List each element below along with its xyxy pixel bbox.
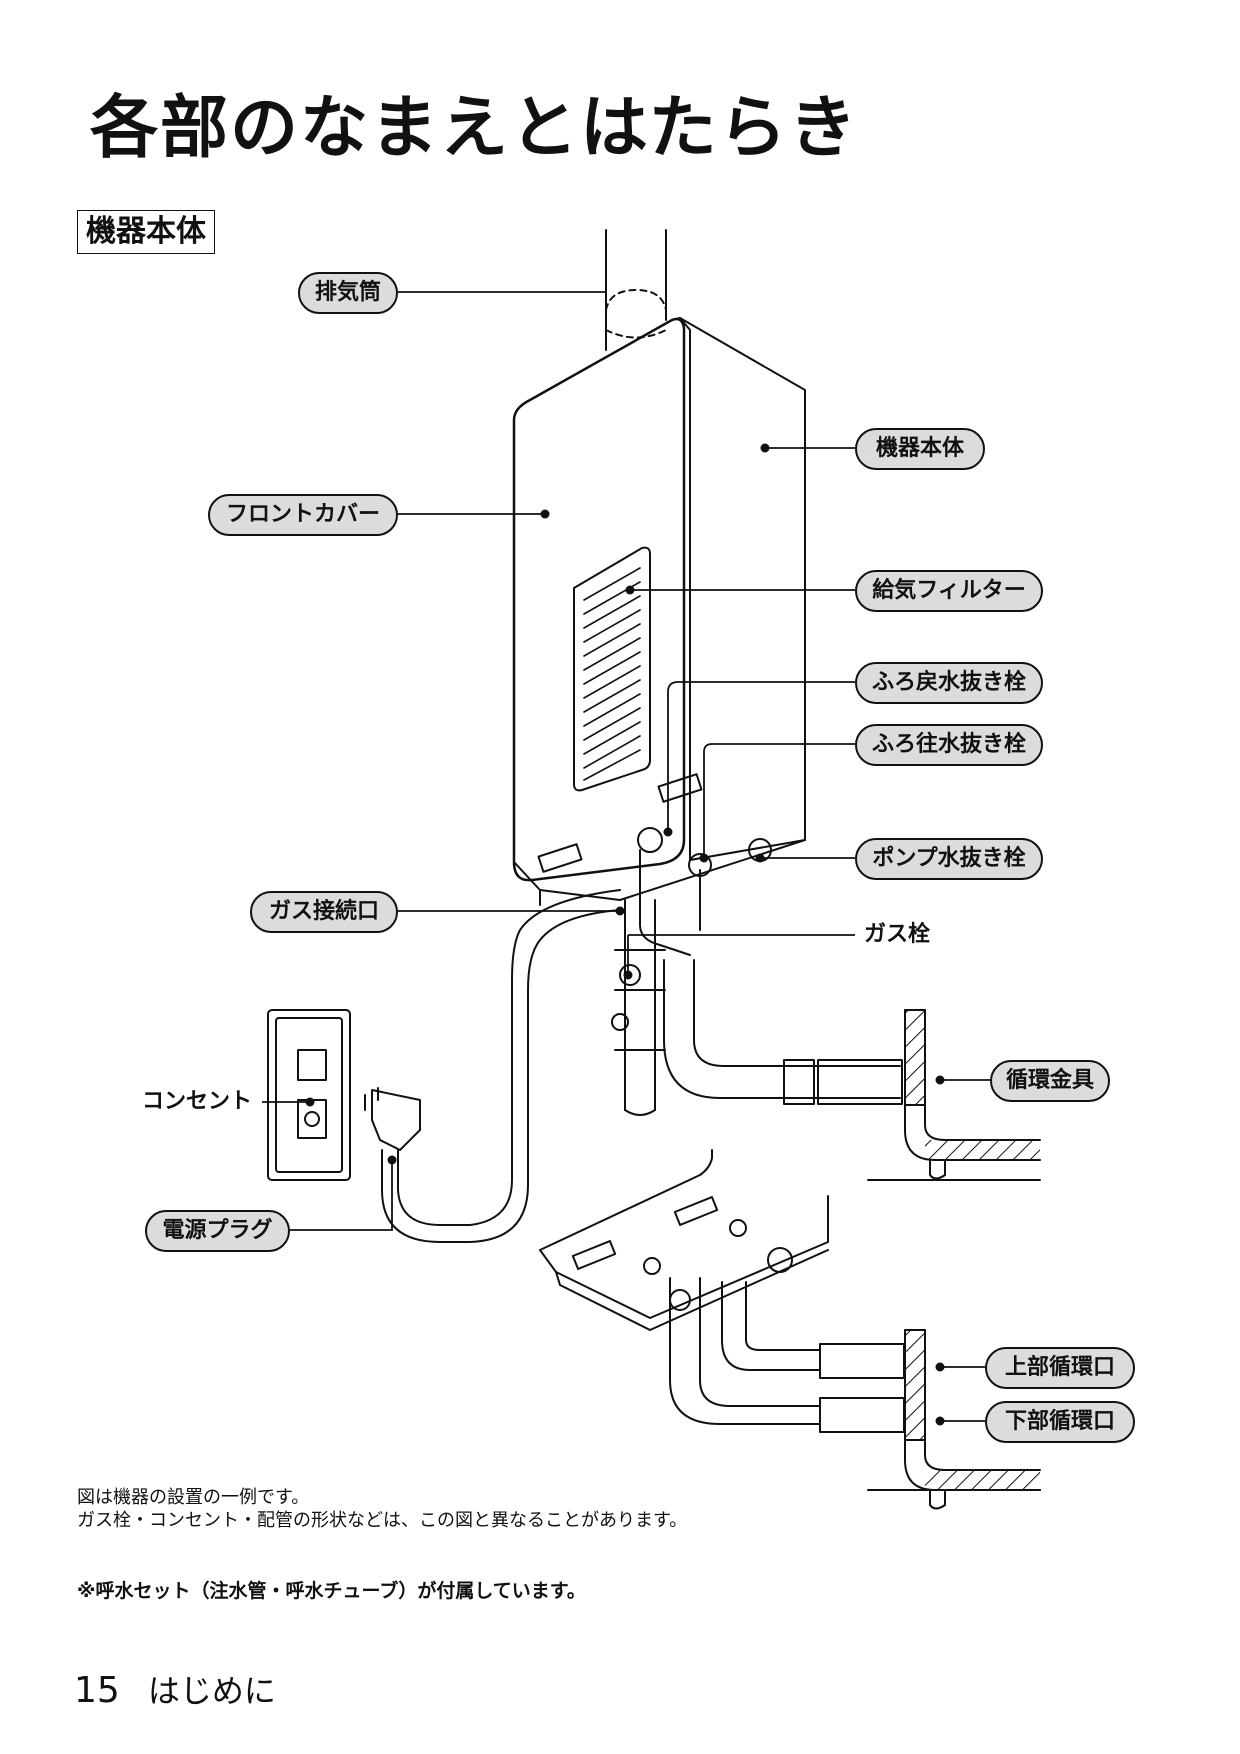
page-footer: 15 はじめに <box>74 1666 276 1712</box>
label-circulation-fitting: 循環金具 <box>990 1060 1110 1102</box>
label-lower-circulation-port: 下部循環口 <box>985 1401 1135 1443</box>
note-disclaimer: ガス栓・コンセント・配管の形状などは、この図と異なることがあります。 <box>77 1510 688 1531</box>
label-gas-connection: ガス接続口 <box>250 891 398 933</box>
label-outlet: コンセント <box>142 1089 253 1114</box>
page-title: 各部のなまえとはたらき <box>90 89 859 168</box>
section-name: はじめに <box>147 1672 276 1710</box>
page-number: 15 <box>74 1670 120 1711</box>
label-unit-body: 機器本体 <box>855 428 985 470</box>
label-front-cover: フロントカバー <box>208 494 398 536</box>
label-power-plug: 電源プラグ <box>145 1210 290 1252</box>
label-exhaust-pipe: 排気筒 <box>298 272 398 314</box>
label-gas-valve: ガス栓 <box>864 922 931 947</box>
note-example: 図は機器の設置の一例です。 <box>77 1487 310 1508</box>
section-label: 機器本体 <box>77 210 215 254</box>
label-upper-circulation-port: 上部循環口 <box>985 1347 1135 1389</box>
label-bath-return-drain-plug: ふろ戻水抜き栓 <box>855 662 1043 704</box>
label-pump-drain-plug: ポンプ水抜き栓 <box>855 838 1043 880</box>
label-bath-supply-drain-plug: ふろ往水抜き栓 <box>855 724 1043 766</box>
note-accessory: ※呼水セット（注水管・呼水チューブ）が付属しています。 <box>77 1580 586 1602</box>
label-intake-filter: 給気フィルター <box>855 570 1043 612</box>
